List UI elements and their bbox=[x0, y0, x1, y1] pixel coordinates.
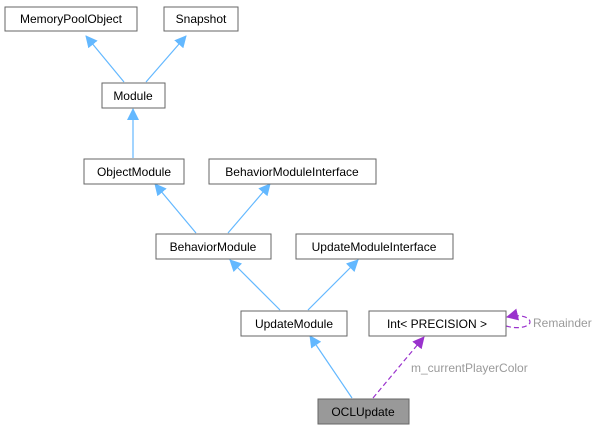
edge-oclupdate-to-int bbox=[372, 336, 425, 399]
edge-oclupdate-to-updatemodule bbox=[309, 335, 353, 399]
node-label: Int< PRECISION > bbox=[387, 317, 487, 331]
node-label: OCLUpdate bbox=[331, 405, 395, 419]
node-behaviormoduleinterface[interactable]: BehaviorModuleInterface bbox=[208, 158, 377, 185]
edge-updatemodule-to-updatemoduleinterface bbox=[307, 259, 359, 311]
edge-label-current-player-color: m_currentPlayerColor bbox=[411, 361, 528, 375]
edge-behaviormodule-to-behaviormoduleinterface bbox=[227, 183, 271, 234]
usage-edges bbox=[372, 308, 531, 399]
node-label: UpdateModule bbox=[255, 317, 333, 331]
node-updatemodule[interactable]: UpdateModule bbox=[240, 310, 348, 337]
node-module[interactable]: Module bbox=[101, 82, 166, 109]
node-label: Module bbox=[113, 89, 153, 103]
edge-updatemodule-to-behaviormodule bbox=[229, 259, 281, 311]
node-oclupdate[interactable]: OCLUpdate bbox=[317, 398, 410, 425]
node-label: UpdateModuleInterface bbox=[312, 240, 437, 254]
inheritance-edges bbox=[85, 35, 359, 399]
node-behaviormodule[interactable]: BehaviorModule bbox=[155, 233, 272, 260]
node-int-precision[interactable]: Int< PRECISION > bbox=[368, 310, 507, 337]
edge-int-remainder-self bbox=[505, 308, 531, 329]
node-objectmodule[interactable]: ObjectModule bbox=[83, 158, 185, 185]
node-snapshot[interactable]: Snapshot bbox=[163, 6, 239, 32]
node-label: MemoryPoolObject bbox=[20, 12, 123, 26]
node-label: BehaviorModuleInterface bbox=[225, 165, 359, 179]
node-label: ObjectModule bbox=[97, 165, 171, 179]
edge-module-to-snapshot bbox=[145, 35, 187, 83]
node-label: BehaviorModule bbox=[170, 240, 257, 254]
edge-behaviormodule-to-objectmodule bbox=[154, 183, 197, 234]
node-memorypoolobject[interactable]: MemoryPoolObject bbox=[4, 6, 138, 32]
edge-module-to-memorypoolobject bbox=[85, 35, 125, 83]
edge-label-remainder: Remainder bbox=[533, 316, 592, 330]
node-label: Snapshot bbox=[176, 12, 227, 26]
node-updatemoduleinterface[interactable]: UpdateModuleInterface bbox=[295, 233, 454, 260]
